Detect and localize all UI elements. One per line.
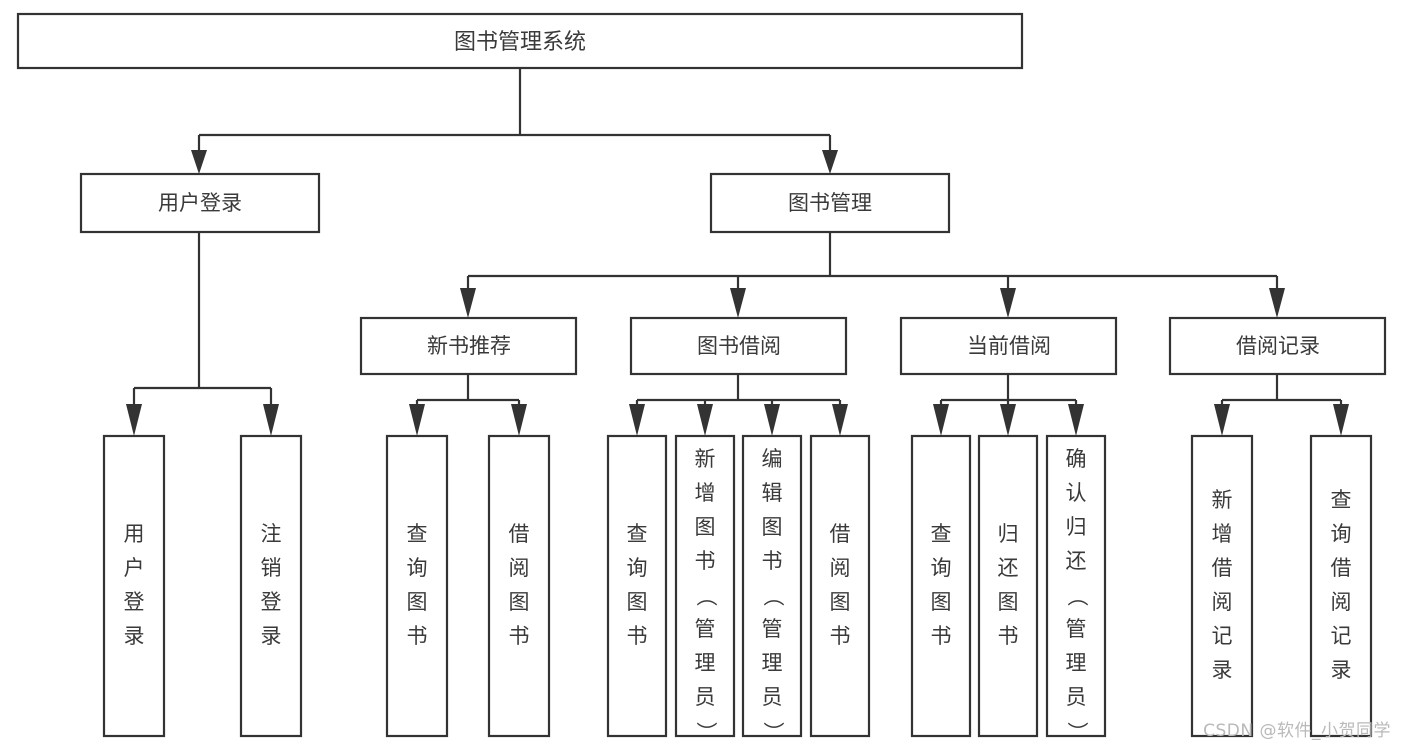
- arrow-to-leaf-borrow-book-2: [832, 404, 848, 436]
- arrow-to-leaf-return-book: [1000, 404, 1016, 436]
- vertical-char: （: [761, 586, 785, 607]
- leaf-query-record-box[interactable]: [1309, 434, 1373, 738]
- vertical-char: ）: [761, 722, 785, 743]
- arrow-to-leaf-add-record: [1214, 404, 1230, 436]
- leaf-user-login-label: 用户登录: [124, 522, 145, 648]
- node-current-borrow-box[interactable]: [899, 316, 1118, 376]
- leaf-edit-book-label: 编辑图书管理员: [762, 447, 783, 709]
- node-current-borrow[interactable]: 当前借阅: [899, 316, 1118, 376]
- vertical-char: ）: [694, 722, 718, 743]
- leaf-query-book-3-box[interactable]: [910, 434, 972, 738]
- edges-layer: [126, 68, 1349, 436]
- node-user-login-label: 用户登录: [158, 191, 242, 215]
- node-book-borrow-box[interactable]: [629, 316, 848, 376]
- arrow-to-leaf-user-login: [126, 404, 142, 436]
- node-root-label: 图书管理系统: [454, 30, 586, 55]
- leaf-confirm-return-box[interactable]: [1045, 434, 1107, 738]
- leaf-borrow-book-1-box[interactable]: [487, 434, 551, 738]
- node-root-box[interactable]: [16, 12, 1024, 70]
- node-new-book-recommend-label: 新书推荐: [427, 334, 511, 358]
- arrow-to-leaf-edit-book: [764, 404, 780, 436]
- leaf-query-book-1-label: 查询图书: [407, 522, 428, 648]
- node-current-borrow-label: 当前借阅: [967, 334, 1051, 358]
- vertical-char: ）: [1065, 722, 1089, 743]
- vertical-char: （: [694, 586, 718, 607]
- leaf-add-book-box[interactable]: [674, 434, 736, 738]
- leaf-query-book-1-box[interactable]: [385, 434, 449, 738]
- leaf-borrow-book-2-label: 借阅图书: [830, 522, 851, 648]
- leaf-borrow-book-2-box[interactable]: [809, 434, 871, 738]
- leaf-query-record[interactable]: 查询借阅记录: [1309, 434, 1373, 738]
- leaf-confirm-return-label: 确认归还管理员: [1066, 447, 1087, 709]
- leaf-user-logout-box[interactable]: [239, 434, 303, 738]
- leaf-query-book-3-label: 查询图书: [931, 522, 952, 648]
- leaf-query-book-3[interactable]: 查询图书: [910, 434, 972, 738]
- leaf-query-record-label: 查询借阅记录: [1331, 488, 1352, 682]
- arrow-to-leaf-query-book-2: [629, 404, 645, 436]
- node-user-login[interactable]: 用户登录: [79, 172, 321, 234]
- arrow-to-borrow-record: [1269, 288, 1285, 318]
- leaf-add-book[interactable]: 新增图书管理员 （ ）: [674, 434, 736, 743]
- arrow-to-leaf-confirm-return: [1068, 404, 1084, 436]
- node-new-book-recommend-box[interactable]: [359, 316, 578, 376]
- leaf-return-book[interactable]: 归还图书: [977, 434, 1039, 738]
- leaf-confirm-return[interactable]: 确认归还管理员 （ ）: [1045, 434, 1107, 743]
- arrow-to-leaf-query-book-3: [933, 404, 949, 436]
- arrow-to-new-book-recommend: [460, 288, 476, 318]
- node-borrow-record-label: 借阅记录: [1236, 334, 1320, 358]
- leaf-add-record-box[interactable]: [1190, 434, 1254, 738]
- leaf-borrow-book-2[interactable]: 借阅图书: [809, 434, 871, 738]
- arrow-to-leaf-query-book-1: [409, 404, 425, 436]
- leaf-edit-book[interactable]: 编辑图书管理员 （ ）: [741, 434, 803, 743]
- leaf-user-logout-label: 注销登录: [261, 522, 282, 648]
- node-root[interactable]: 图书管理系统: [16, 12, 1024, 70]
- arrow-to-current-borrow: [1000, 288, 1016, 318]
- leaf-add-record[interactable]: 新增借阅记录: [1190, 434, 1254, 738]
- node-borrow-record-box[interactable]: [1168, 316, 1387, 376]
- arrow-to-book-borrow: [730, 288, 746, 318]
- leaf-user-login-box[interactable]: [102, 434, 166, 738]
- leaves-layer: 用户登录 注销登录 查询图书 借阅图书 查询图书 新: [102, 434, 1373, 743]
- leaf-query-book-1[interactable]: 查询图书: [385, 434, 449, 738]
- node-book-manage-label: 图书管理: [788, 191, 872, 215]
- leaf-borrow-book-1-label: 借阅图书: [509, 522, 530, 648]
- leaf-return-book-label: 归还图书: [998, 522, 1019, 648]
- leaf-edit-book-box[interactable]: [741, 434, 803, 738]
- leaf-add-record-label: 新增借阅记录: [1212, 488, 1233, 682]
- node-book-borrow[interactable]: 图书借阅: [629, 316, 848, 376]
- leaf-query-book-2-label: 查询图书: [627, 522, 648, 648]
- arrow-to-leaf-user-logout: [263, 404, 279, 436]
- csdn-watermark: CSDN @软件_小贺同学: [1203, 721, 1391, 741]
- vertical-char: （: [1065, 586, 1089, 607]
- node-borrow-record[interactable]: 借阅记录: [1168, 316, 1387, 376]
- arrow-to-book-manage: [822, 150, 838, 174]
- node-new-book-recommend[interactable]: 新书推荐: [359, 316, 578, 376]
- arrow-to-leaf-add-book: [697, 404, 713, 436]
- node-book-manage-box[interactable]: [709, 172, 951, 234]
- leaf-add-book-label: 新增图书管理员: [695, 447, 716, 709]
- arrow-to-leaf-borrow-book-1: [511, 404, 527, 436]
- leaf-user-logout[interactable]: 注销登录: [239, 434, 303, 738]
- leaf-user-login[interactable]: 用户登录: [102, 434, 166, 738]
- node-book-manage[interactable]: 图书管理: [709, 172, 951, 234]
- leaf-query-book-2-box[interactable]: [606, 434, 668, 738]
- leaf-return-book-box[interactable]: [977, 434, 1039, 738]
- leaf-query-book-2[interactable]: 查询图书: [606, 434, 668, 738]
- arrow-to-user-login: [191, 150, 207, 174]
- node-book-borrow-label: 图书借阅: [697, 334, 781, 358]
- node-user-login-box[interactable]: [79, 172, 321, 234]
- arrow-to-leaf-query-record: [1333, 404, 1349, 436]
- leaf-borrow-book-1[interactable]: 借阅图书: [487, 434, 551, 738]
